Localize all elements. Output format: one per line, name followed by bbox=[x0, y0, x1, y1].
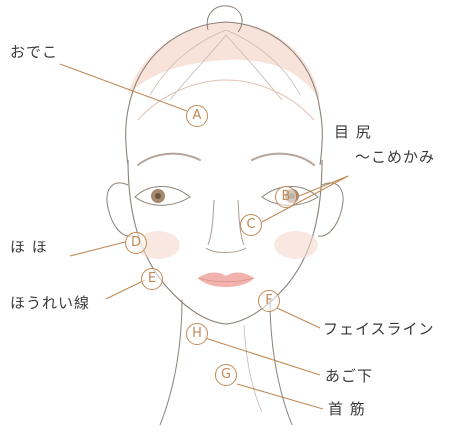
marker-e: E bbox=[141, 268, 163, 290]
hair-outline bbox=[125, 21, 227, 166]
pupil-left bbox=[155, 193, 161, 199]
line-nasolabial bbox=[105, 279, 146, 300]
lips bbox=[198, 272, 254, 287]
eyebrow-left bbox=[137, 152, 201, 166]
line-under-chin bbox=[204, 337, 321, 376]
label-faceline: フェイスライン bbox=[323, 320, 435, 338]
marker-g: G bbox=[215, 364, 237, 386]
line-cheek bbox=[69, 241, 126, 257]
label-eye-corner-line2: 〜こめかみ bbox=[355, 148, 436, 166]
connector-lines bbox=[59, 63, 349, 410]
marker-a: A bbox=[186, 105, 208, 127]
ear-left bbox=[106, 182, 133, 237]
neck-tendon bbox=[243, 324, 263, 413]
hairline bbox=[137, 79, 315, 121]
hair-strands bbox=[149, 29, 301, 101]
cheek-blush-left bbox=[136, 231, 180, 259]
label-forehead: おでこ bbox=[10, 43, 59, 61]
line-neck bbox=[236, 383, 324, 410]
label-eye-corner-line1: 目 尻 bbox=[334, 123, 372, 141]
cheek-blush-right bbox=[274, 231, 318, 259]
label-neck: 首 筋 bbox=[328, 400, 366, 418]
eyebrow-right bbox=[251, 152, 315, 166]
label-cheek: ほ ほ bbox=[10, 238, 48, 256]
ear-right bbox=[317, 182, 344, 237]
marker-h: H bbox=[186, 323, 208, 345]
marker-d: D bbox=[125, 232, 147, 254]
marker-f: F bbox=[258, 290, 280, 312]
line-eye-corner-b bbox=[298, 175, 349, 197]
line-faceline bbox=[276, 307, 321, 329]
line-eye-corner-c bbox=[261, 175, 349, 223]
hair-bun bbox=[206, 5, 243, 33]
label-under-chin: あご下 bbox=[325, 367, 374, 385]
marker-c: C bbox=[240, 214, 262, 236]
hair-tint bbox=[128, 22, 320, 100]
line-forehead bbox=[59, 63, 188, 112]
marker-b: B bbox=[275, 186, 297, 208]
neck-left bbox=[159, 299, 183, 426]
nose bbox=[205, 199, 247, 253]
label-nasolabial: ほうれい線 bbox=[10, 294, 91, 312]
neck-right bbox=[269, 299, 293, 426]
